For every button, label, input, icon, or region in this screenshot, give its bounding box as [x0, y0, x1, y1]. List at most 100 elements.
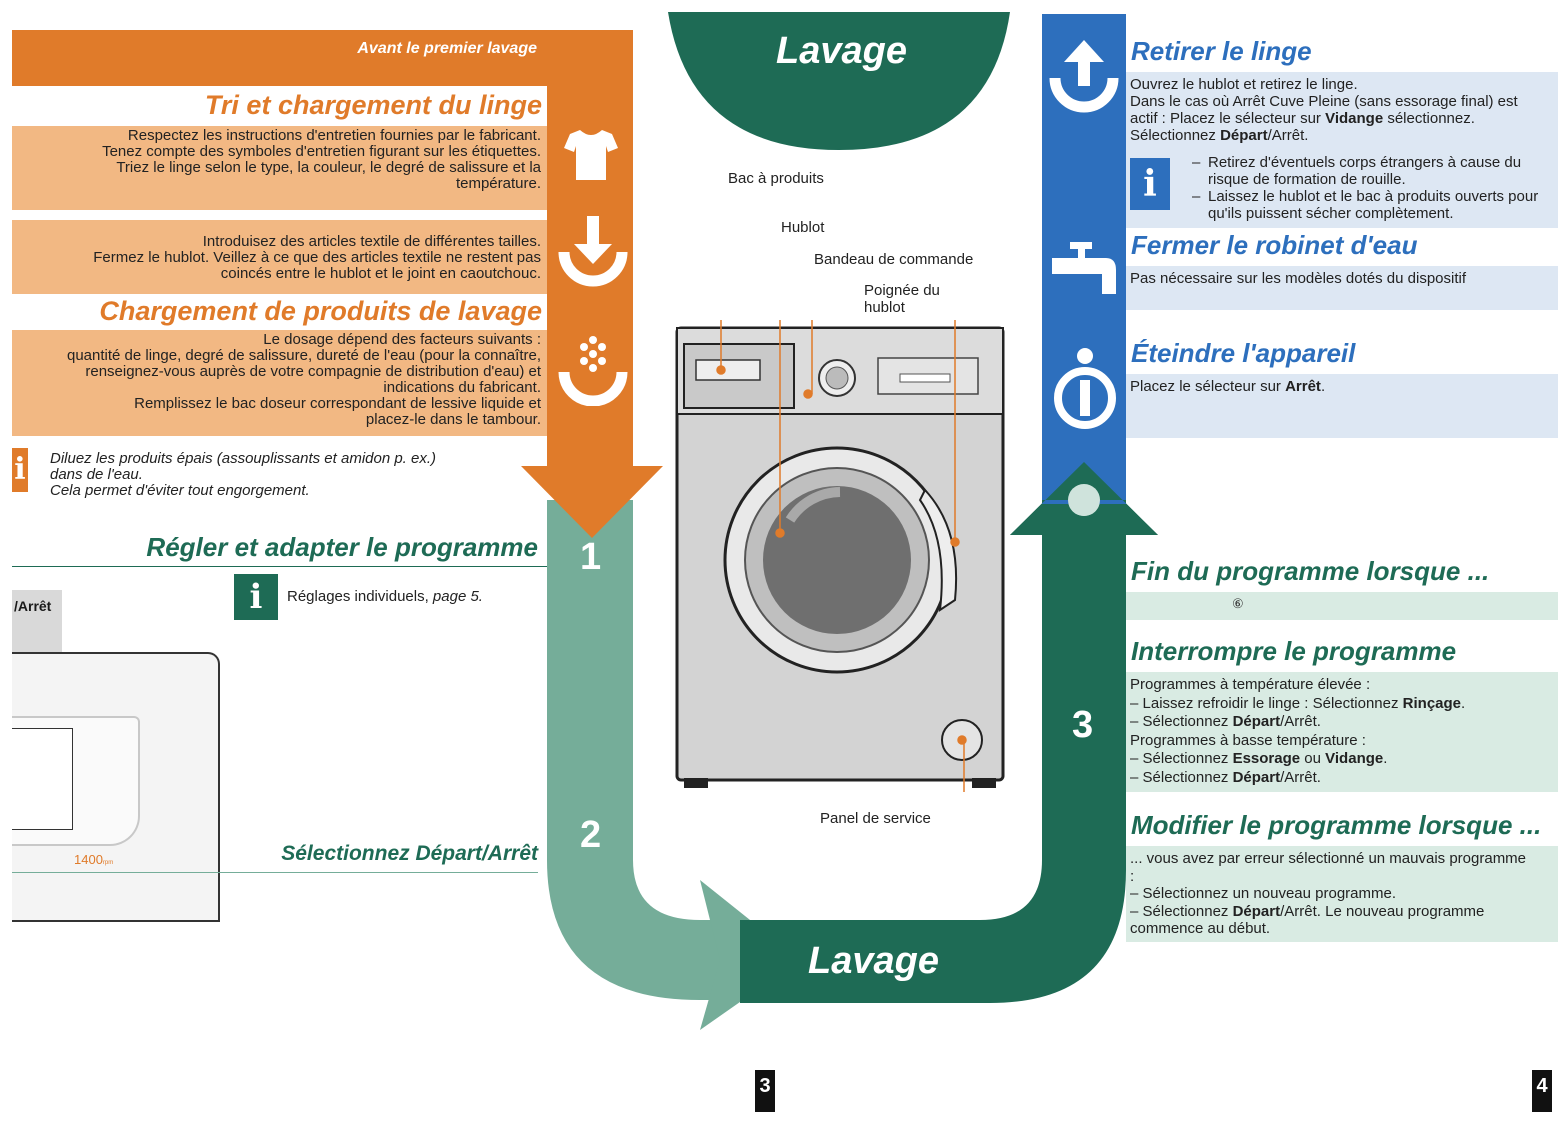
fin-symbol: ⑥ — [1232, 596, 1244, 611]
callout-hublot: Hublot — [781, 219, 825, 236]
banner: Avant le premier lavage — [12, 30, 547, 86]
retirer-line-text: actif : Placez le sélecteur sur — [1130, 110, 1326, 127]
detergent-line: indications du fabricant. — [383, 379, 541, 396]
sort-text: Respectez les instructions d'entretien f… — [102, 128, 541, 192]
retirer-bullet: Retirez d'éventuels corps étrangers à ca… — [1192, 154, 1556, 188]
load-text: Introduisez des articles textile de diff… — [93, 234, 541, 282]
power-icon — [1054, 348, 1116, 429]
load-arrow-icon — [558, 216, 628, 287]
control-panel-image: 1400rpm — [12, 652, 220, 922]
eteindre-bold: Arrêt — [1285, 378, 1321, 395]
load-panel: Introduisez des articles textile de diff… — [12, 220, 547, 294]
interrompre-title: Interrompre le programme — [1131, 636, 1457, 666]
tap-icon — [1052, 242, 1116, 294]
fin-panel: ⑥ — [1126, 592, 1558, 620]
interrompre-l2a: Sélectionnez — [1142, 768, 1233, 786]
callout-bandeau: Bandeau de commande — [814, 251, 974, 268]
program-rule — [12, 566, 547, 567]
modifier-text: ... vous avez par erreur sélectionné un … — [1130, 850, 1530, 938]
interrompre-line: – Sélectionnez Départ/Arrêt. — [1130, 768, 1321, 786]
step-1: 1 — [580, 536, 602, 578]
note-line: dans de l'eau. — [50, 466, 143, 483]
interrompre-l2c: /Arrêt. — [1280, 768, 1321, 786]
interrompre-h1b: Rinçage — [1402, 694, 1462, 712]
sort-line: température. — [455, 175, 541, 192]
retirer-line: Ouvrez le hublot et retirez le linge. — [1130, 76, 1358, 93]
program-title: Régler et adapter le programme — [146, 532, 538, 562]
retirer-bullets: Retirez d'éventuels corps étrangers à ca… — [1192, 154, 1556, 222]
interrompre-h1a: Laissez refroidir le linge : Sélectionne… — [1142, 694, 1403, 712]
detergent-title: Chargement de produits de lavage — [99, 296, 542, 326]
detergent-line: Le dosage dépend des facteurs suivants : — [263, 331, 541, 348]
interrompre-line: – Sélectionnez Départ/Arrêt. — [1130, 713, 1321, 730]
fin-title: Fin du programme lorsque ... — [1131, 556, 1490, 586]
unload-arrow-icon — [1049, 40, 1119, 113]
interrompre-line: – Laissez refroidir le linge : Sélection… — [1130, 694, 1466, 712]
interrompre-l1a: Sélectionnez — [1142, 750, 1233, 767]
interrompre-h2c: /Arrêt. — [1280, 713, 1321, 730]
sort-line: Respectez les instructions d'entretien f… — [127, 127, 541, 144]
load-line: coincés entre le hublot et le joint en c… — [220, 265, 541, 282]
retirer-vidange: Vidange — [1325, 110, 1384, 127]
detergent-icon — [558, 336, 628, 406]
retirer-line: actif : Placez le sélecteur sur Vidange … — [1130, 110, 1558, 127]
sort-line: Tenez compte des symboles d'entretien fi… — [102, 143, 541, 160]
modifier-line: – Sélectionnez un nouveau programme. — [1130, 885, 1397, 902]
retirer-after: sélectionnez. — [1383, 110, 1475, 127]
retirer-depart: Départ — [1220, 127, 1268, 144]
washing-machine — [675, 320, 1005, 792]
interrompre-low: Programmes à basse température : — [1130, 731, 1366, 749]
interrompre-h2b: Départ — [1232, 713, 1281, 730]
retirer-sel: Sélectionnez — [1130, 127, 1221, 144]
note-line: Diluez les produits épais (assouplissant… — [50, 450, 437, 467]
display-screen — [12, 728, 73, 830]
info-icon: i — [234, 574, 278, 620]
callout-bac: Bac à produits — [728, 170, 824, 187]
callout-poignee: Poignée du hublot — [864, 282, 940, 316]
eteindre-text: Placez le sélecteur sur Arrêt. — [1130, 378, 1325, 397]
robinet-text: Pas nécessaire sur les modèles dotés du … — [1130, 270, 1467, 287]
modifier-line: – Sélectionnez Départ/Arrêt. Le nouveau … — [1130, 902, 1485, 938]
note-text: Diluez les produits épais (assouplissant… — [50, 451, 436, 499]
sort-line: Triez le linge selon le type, la couleur… — [116, 159, 541, 176]
speed-label: 1400rpm — [74, 852, 113, 867]
step-2: 2 — [580, 814, 602, 856]
info-icon: i — [1130, 158, 1170, 210]
retirer-arret: /Arrêt. — [1267, 127, 1309, 144]
interrompre-h2a: Sélectionnez — [1142, 713, 1233, 730]
eteindre-text-a: Placez le sélecteur sur — [1130, 378, 1286, 395]
interrompre-l1d: Vidange — [1325, 750, 1384, 767]
detergent-line: quantité de linge, degré de salissure, d… — [66, 347, 541, 364]
load-line: Fermez le hublot. Veillez à ce que des a… — [93, 249, 541, 266]
lavage-bottom-title: Lavage — [808, 940, 939, 982]
program-info-text: Réglages individuels, — [287, 588, 433, 605]
modifier-b2b: Départ — [1232, 902, 1281, 920]
page-number: 3 — [755, 1070, 775, 1112]
retirer-title: Retirer le linge — [1131, 36, 1312, 66]
program-info-page: page 5. — [432, 588, 483, 605]
retirer-bullet: Laissez le hublot et le bac à produits o… — [1192, 188, 1556, 222]
robinet-title: Fermer le robinet d'eau — [1131, 230, 1418, 260]
start-rule — [12, 872, 538, 873]
interrompre-text: Programmes à température élevée : – Lais… — [1130, 676, 1465, 787]
control-tab-label: /Arrêt — [14, 598, 52, 614]
sort-title: Tri et chargement du linge — [204, 90, 542, 120]
eteindre-end: . — [1320, 378, 1326, 395]
speed-value: 1400 — [74, 852, 103, 867]
detergent-text: Le dosage dépend des facteurs suivants :… — [67, 332, 541, 428]
retirer-panel: Ouvrez le hublot et retirez le linge. Da… — [1126, 72, 1558, 228]
interrompre-l2b: Départ — [1232, 768, 1281, 786]
eteindre-panel: Placez le sélecteur sur Arrêt. — [1126, 374, 1558, 438]
load-line: Introduisez des articles textile de diff… — [202, 233, 541, 250]
interrompre-line: – Sélectionnez Essorage ou Vidange. — [1130, 750, 1388, 767]
interrompre-panel: Programmes à température élevée : – Lais… — [1126, 672, 1558, 792]
speed-unit: rpm — [102, 860, 114, 866]
detergent-panel: Le dosage dépend des facteurs suivants :… — [12, 330, 547, 436]
modifier-panel: ... vous avez par erreur sélectionné un … — [1126, 846, 1558, 942]
note-line: Cela permet d'éviter tout engorgement. — [50, 482, 310, 499]
retirer-line: Sélectionnez Départ/Arrêt. — [1130, 127, 1558, 144]
callout-panel: Panel de service — [820, 810, 931, 827]
modifier-b2a: Sélectionnez — [1142, 902, 1233, 920]
interrompre-high: Programmes à température élevée : — [1130, 676, 1371, 693]
modifier-b2c: /Arrêt. Le nouveau programme commence au… — [1130, 902, 1485, 938]
